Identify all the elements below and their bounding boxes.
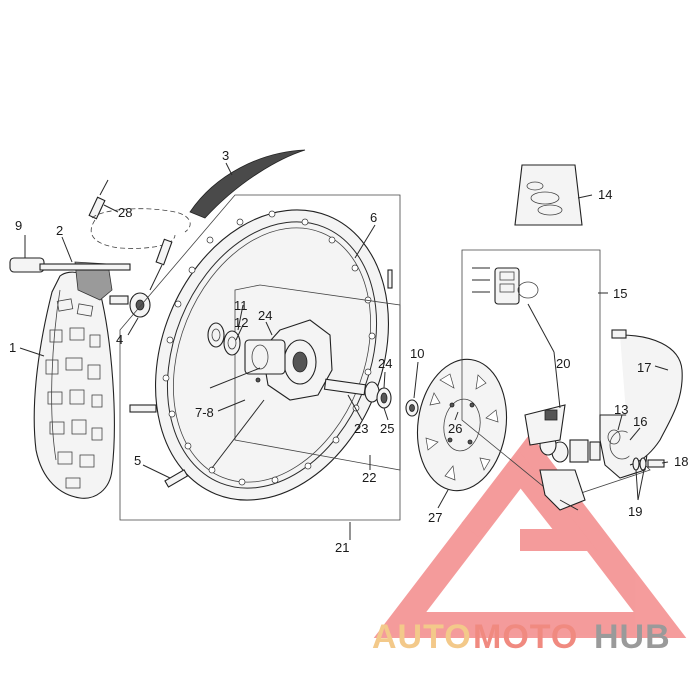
callout-26: 26 — [448, 421, 462, 436]
callout-1: 1 — [9, 340, 16, 355]
callout-14: 14 — [598, 187, 612, 202]
callout-15: 15 — [613, 286, 627, 301]
valve — [387, 269, 393, 289]
callout-17: 17 — [637, 360, 651, 375]
leader-lines — [19, 162, 669, 540]
callout-20: 20 — [556, 356, 570, 371]
callout-24-hub: 24 — [258, 308, 272, 323]
callout-27: 27 — [428, 510, 442, 525]
callout-25: 25 — [380, 421, 394, 436]
caliper-assembly-frame — [461, 249, 651, 501]
callout-5: 5 — [134, 453, 141, 468]
watermark-moto: MOTO — [473, 618, 578, 656]
spacer-tube — [323, 378, 367, 396]
callout-18: 18 — [674, 454, 688, 469]
hub-sub-frame — [234, 284, 401, 471]
callout-7-8: 7-8 — [195, 405, 214, 420]
callout-19: 19 — [628, 504, 642, 519]
front-axle — [9, 257, 131, 305]
speedometer-cable — [88, 179, 191, 291]
disc-cutouts — [425, 373, 499, 481]
speedometer-drive — [129, 292, 151, 318]
watermark-auto: AUTO — [372, 618, 472, 656]
callout-28: 28 — [118, 205, 132, 220]
disc-nut — [405, 399, 419, 417]
rim-spoke-holes — [162, 210, 376, 486]
rim-tape — [189, 149, 306, 219]
brake-pads-kit — [472, 267, 539, 305]
callout-11: 11 — [234, 298, 248, 313]
banjo-bolt — [647, 459, 665, 468]
callout-24-right: 24 — [378, 356, 392, 371]
spokes — [209, 367, 265, 469]
callout-9: 9 — [15, 218, 22, 233]
callout-2: 2 — [56, 223, 63, 238]
callout-13: 13 — [614, 402, 628, 417]
caliper-bracket — [539, 469, 586, 511]
spoke-nipples — [129, 404, 189, 488]
callout-6: 6 — [370, 210, 377, 225]
callout-21: 21 — [335, 540, 349, 555]
callout-16: 16 — [633, 414, 647, 429]
brake-hose — [611, 329, 683, 466]
callout-22: 22 — [362, 470, 376, 485]
callout-23: 23 — [354, 421, 368, 436]
watermark-wordmark: AUTO MOTO HUB — [372, 618, 671, 656]
callout-4: 4 — [116, 332, 123, 347]
brake-disc — [416, 358, 508, 492]
tyre-tread — [45, 298, 103, 489]
watermark-hub: HUB — [594, 618, 671, 656]
callout-12: 12 — [234, 315, 248, 330]
wheel-hub — [244, 319, 333, 401]
gasket-kit — [514, 164, 583, 226]
watermark-logo — [373, 433, 687, 638]
callout-10: 10 — [410, 346, 424, 361]
callout-3: 3 — [222, 148, 229, 163]
tyre — [33, 271, 115, 499]
